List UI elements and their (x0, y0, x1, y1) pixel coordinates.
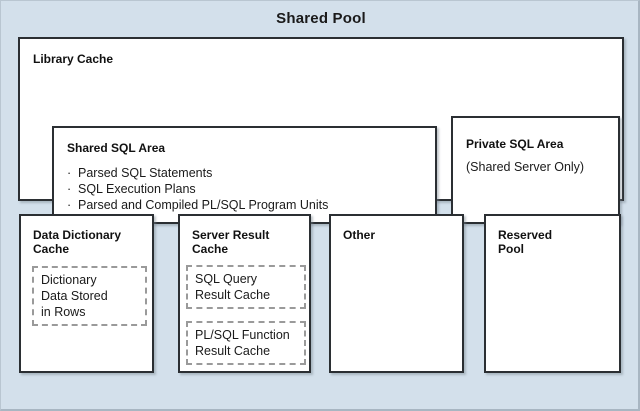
reserved-pool-label: Reserved Pool (498, 228, 553, 256)
list-item: · SQL Execution Plans (66, 181, 328, 197)
dictionary-data-label: Dictionary Data Stored in Rows (41, 273, 108, 319)
private-sql-area-label: Private SQL Area (466, 137, 564, 151)
server-result-cache-box: Server Result Cache SQL Query Result Cac… (178, 214, 311, 373)
other-box: Other (329, 214, 464, 373)
library-cache-box: Library Cache Shared SQL Area · Parsed SQ… (18, 37, 624, 224)
other-label: Other (343, 228, 376, 242)
bullet-icon: · (67, 198, 72, 212)
shared-sql-area-label: Shared SQL Area (67, 141, 166, 155)
page-title: Shared Pool (276, 10, 366, 27)
reserved-pool-box: Reserved Pool (484, 214, 621, 373)
list-item-label: Parsed and Compiled PL/SQL Program Units (78, 198, 329, 212)
sql-query-result-cache-label: SQL Query Result Cache (195, 272, 271, 302)
list-item-label: Parsed SQL Statements (78, 166, 213, 180)
plsql-function-result-cache-label: PL/SQL Function Result Cache (195, 328, 290, 358)
server-result-cache-label: Server Result Cache (192, 228, 270, 256)
list-item: · Parsed SQL Statements (66, 165, 328, 181)
bullet-icon: · (67, 182, 72, 196)
data-dictionary-cache-label: Data Dictionary Cache (33, 228, 122, 256)
shared-sql-area-box: Shared SQL Area · Parsed SQL Statements ·… (52, 126, 437, 224)
plsql-function-result-cache-dashed-box: PL/SQL Function Result Cache (186, 321, 306, 365)
bullet-icon: · (67, 166, 72, 180)
shared-sql-area-item-list: · Parsed SQL Statements · SQL Execution Pl… (66, 165, 328, 213)
data-dictionary-cache-box: Data Dictionary Cache Dictionary Data St… (19, 214, 154, 373)
list-item: · Parsed and Compiled PL/SQL Program Unit… (66, 197, 328, 213)
library-cache-label: Library Cache (33, 52, 114, 66)
list-item-label: SQL Execution Plans (78, 182, 196, 196)
private-sql-area-subtitle: (Shared Server Only) (466, 160, 585, 174)
sql-query-result-cache-dashed-box: SQL Query Result Cache (186, 265, 306, 309)
private-sql-area-box: Private SQL Area (Shared Server Only) (451, 116, 620, 224)
dictionary-data-dashed-box: Dictionary Data Stored in Rows (32, 266, 147, 326)
